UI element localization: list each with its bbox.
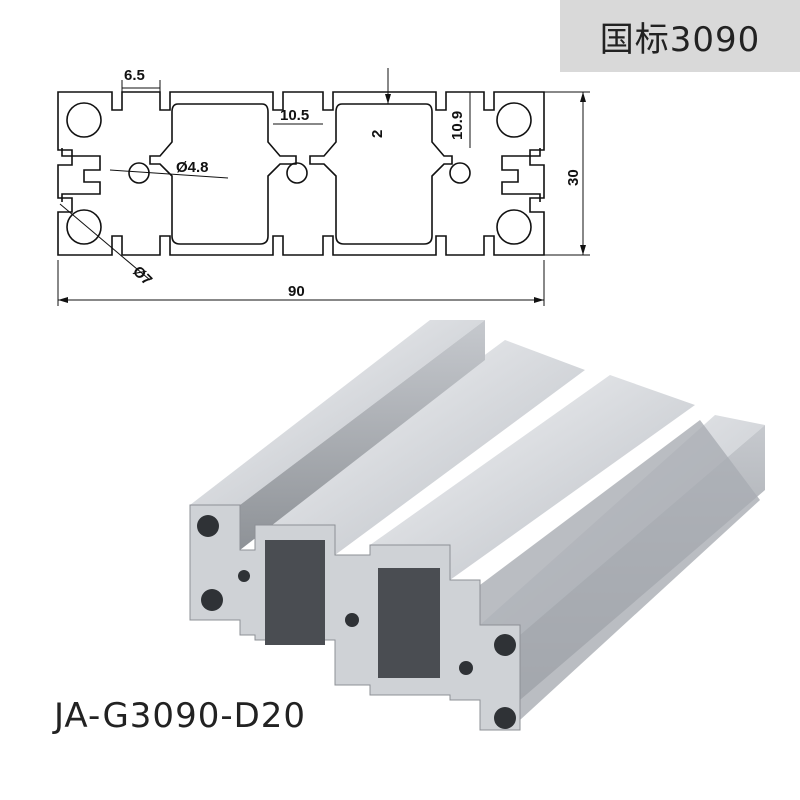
dim-width: 90 — [288, 283, 305, 300]
profile-spec-badge: 国标3090 — [560, 0, 800, 72]
profile-product-image — [189, 320, 765, 731]
dim-slot-width: 6.5 — [124, 67, 145, 84]
dim-diameter-corner: Ø7 — [129, 263, 155, 289]
dim-wall: 2 — [369, 130, 386, 138]
dim-center-gap: 10.5 — [280, 107, 309, 124]
badge-title: 国标3090 — [599, 19, 761, 60]
dim-slot-depth: 10.9 — [449, 111, 466, 140]
dimension-arrows — [58, 92, 586, 303]
dimension-lines — [57, 68, 590, 306]
dim-height: 30 — [565, 169, 582, 186]
model-code: JA-G3090-D20 — [54, 696, 307, 736]
cross-section-drawing: 6.5 Ø4.8 10.5 2 10.9 30 Ø7 90 — [57, 67, 590, 306]
dim-diameter-small: Ø4.8 — [176, 159, 209, 176]
